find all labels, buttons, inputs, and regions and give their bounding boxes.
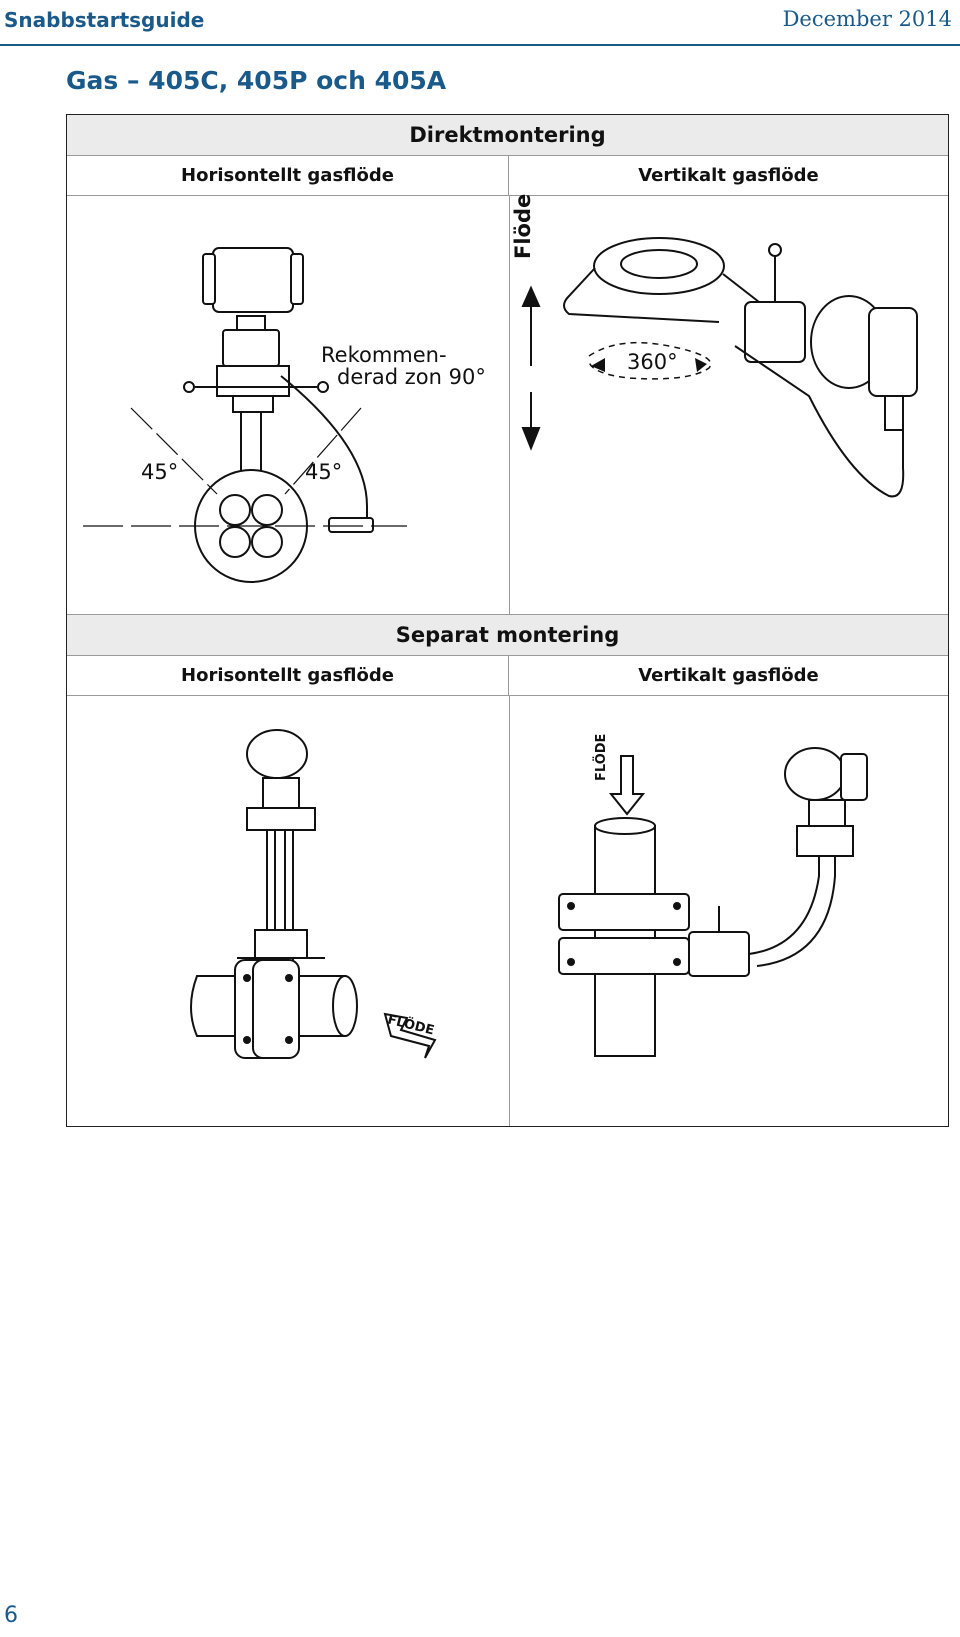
flow-label-remote-vertical: FLÖDE [594, 733, 609, 781]
remote-vertical-figure [558, 747, 868, 1057]
document-date: December 2014 [782, 7, 952, 31]
manifold-remote [688, 931, 750, 977]
page-number: 6 [4, 1603, 18, 1628]
angle-left-label: 45° [141, 460, 179, 484]
direct-divider [509, 196, 510, 614]
direct-vertical-figure [521, 237, 918, 498]
section-divider [67, 614, 948, 615]
header-rule [0, 44, 960, 46]
transmitter-housing [212, 247, 294, 313]
direct-mounting-heading: Direktmontering [67, 115, 948, 156]
remote-horizontal-figure [190, 729, 437, 1059]
remote-divider [509, 696, 510, 1126]
direct-left-col-heading: Horisontellt gasflöde [67, 155, 509, 196]
remote-mounting-heading: Separat montering [67, 615, 948, 656]
transmitter-housing-remote [246, 729, 308, 779]
angle-right-label: 45° [305, 460, 343, 484]
transmitter-housing-remote-vertical [784, 747, 846, 801]
recommended-zone-label-line2: derad zon 90° [337, 365, 486, 389]
direct-horizontal-figure [83, 247, 407, 583]
rotation-label: 360° [627, 350, 678, 374]
recommended-zone-label-line1: Rekommen- [321, 343, 447, 367]
remote-left-col-heading: Horisontellt gasflöde [67, 655, 509, 696]
guide-title: Snabbstartsguide [4, 8, 205, 32]
flow-direction-label: Flöde [511, 193, 535, 259]
remote-right-col-heading: Vertikalt gasflöde [509, 655, 948, 696]
manifold [744, 301, 806, 363]
section-title: Gas – 405C, 405P och 405A [66, 66, 447, 95]
sensor-module [222, 329, 280, 367]
mounting-table: Direktmontering Horisontellt gasflöde Ve… [66, 114, 949, 1127]
direct-right-col-heading: Vertikalt gasflöde [509, 155, 948, 196]
